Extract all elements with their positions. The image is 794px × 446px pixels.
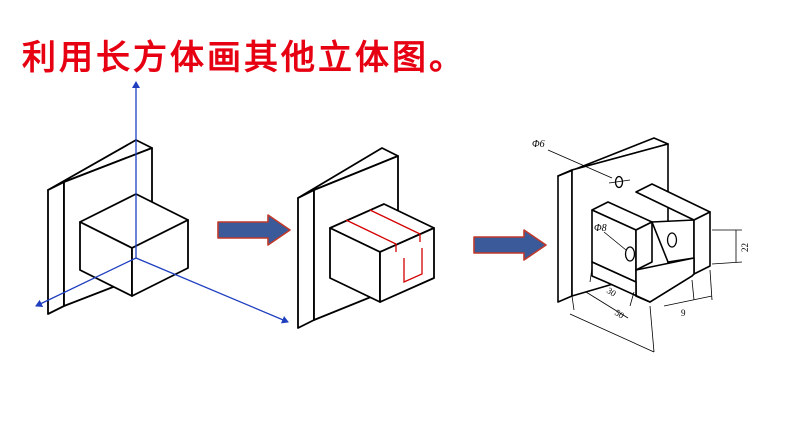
label-dim-22: 22 (740, 243, 750, 252)
u-right-arm-side (693, 211, 711, 275)
figure-2-plate-with-sketched-box (297, 147, 435, 329)
figure-1-axes (35, 81, 289, 324)
label-dim-50: 50 (613, 307, 626, 321)
figure-1-plate-with-box-and-axes (47, 139, 189, 315)
plate-front-face (297, 189, 315, 329)
slide-title: 利用长方体画其他立体图。 (22, 38, 466, 78)
figure-2-red-sketch (345, 209, 423, 284)
y-axis (135, 257, 289, 324)
box-right-face (379, 227, 435, 303)
u-left-arm-inner (635, 221, 653, 271)
hole-phi8-right (666, 232, 678, 248)
arrow-1 (217, 214, 291, 246)
label-dim-9: 9 (681, 308, 686, 318)
label-phi6: Φ6 (532, 139, 545, 150)
plate-front-face (557, 169, 573, 303)
right-arrow-icon (473, 229, 547, 261)
box-right-face (131, 219, 189, 297)
x-axis (35, 257, 137, 308)
label-phi8: Φ8 (594, 223, 607, 234)
figure-3-technical-drawing (557, 137, 711, 303)
figure-3-holes (608, 175, 678, 262)
hole-phi8-left (624, 246, 636, 262)
right-arrow-icon (217, 214, 291, 246)
figure-3-dimension-lines (547, 149, 743, 353)
arrow-2 (473, 229, 547, 261)
